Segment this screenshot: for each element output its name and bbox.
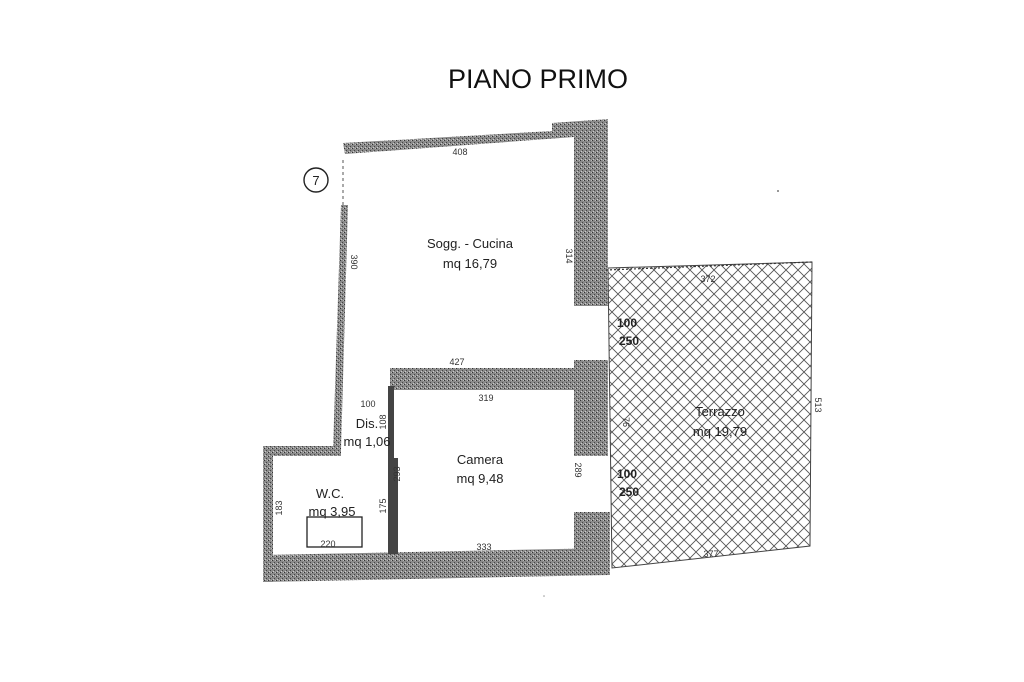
room-area-dis: mq 1,06 [344,434,391,449]
wall-bottom [263,548,610,582]
unit-marker: 7 [303,167,329,193]
walls [263,119,610,582]
terrace-area [607,261,813,569]
room-name-dis: Dis. [356,416,378,431]
room-area-terrazzo: mq 19,79 [693,424,747,439]
room-name-terrazzo: Terrazzo [695,404,745,419]
room-name-camera: Camera [457,452,504,467]
dim-terrace-top: 372 [700,274,715,284]
wall-wc-top [263,446,341,456]
dim-camera-left: 293 [392,466,402,481]
dim-dis-height: 108 [378,414,388,429]
dim-soggiorno-right: 314 [564,248,574,263]
speck [777,190,779,192]
speck [543,595,545,597]
dim-terrace-bottom: 377 [703,549,718,559]
dim-wc-right: 175 [378,498,388,513]
dim-opening1-height: 250 [619,334,639,348]
dim-camera-bottom: 333 [476,542,491,552]
dim-terrace-right: 513 [813,397,823,412]
dim-camera-right: 289 [573,462,583,477]
unit-marker-number: 7 [312,173,319,188]
room-area-soggiorno: mq 16,79 [443,256,497,271]
dim-wc-fixture: 220 [320,539,335,549]
wall-wc-right [392,458,398,554]
dim-dis-width: 100 [360,399,375,409]
wall-partition [390,368,608,390]
wc-fixture [306,516,363,548]
dim-opening2-width: 100 [617,467,637,481]
room-name-wc: W.C. [316,486,344,501]
wall-right-middle [574,360,608,456]
room-name-soggiorno: Sogg. - Cucina [427,236,514,251]
dim-partition-top: 427 [449,357,464,367]
wall-top [343,119,608,154]
room-area-wc: mq 3,95 [309,504,356,519]
dim-terrace-left: 76 [621,417,631,427]
dim-wc-left: 183 [274,500,284,515]
wall-camera-left [388,386,394,554]
dim-soggiorno-left: 390 [349,254,359,269]
wall-right-upper [574,136,608,306]
dim-soggiorno-top: 408 [452,147,467,157]
dim-opening1-width: 100 [617,316,637,330]
plan-title: PIANO PRIMO [448,64,628,94]
dim-camera-top: 319 [478,393,493,403]
dim-opening2-height: 250 [619,485,639,499]
wall-wc-left [263,446,273,582]
room-area-camera: mq 9,48 [457,471,504,486]
wall-left-soggiorno [333,205,348,450]
